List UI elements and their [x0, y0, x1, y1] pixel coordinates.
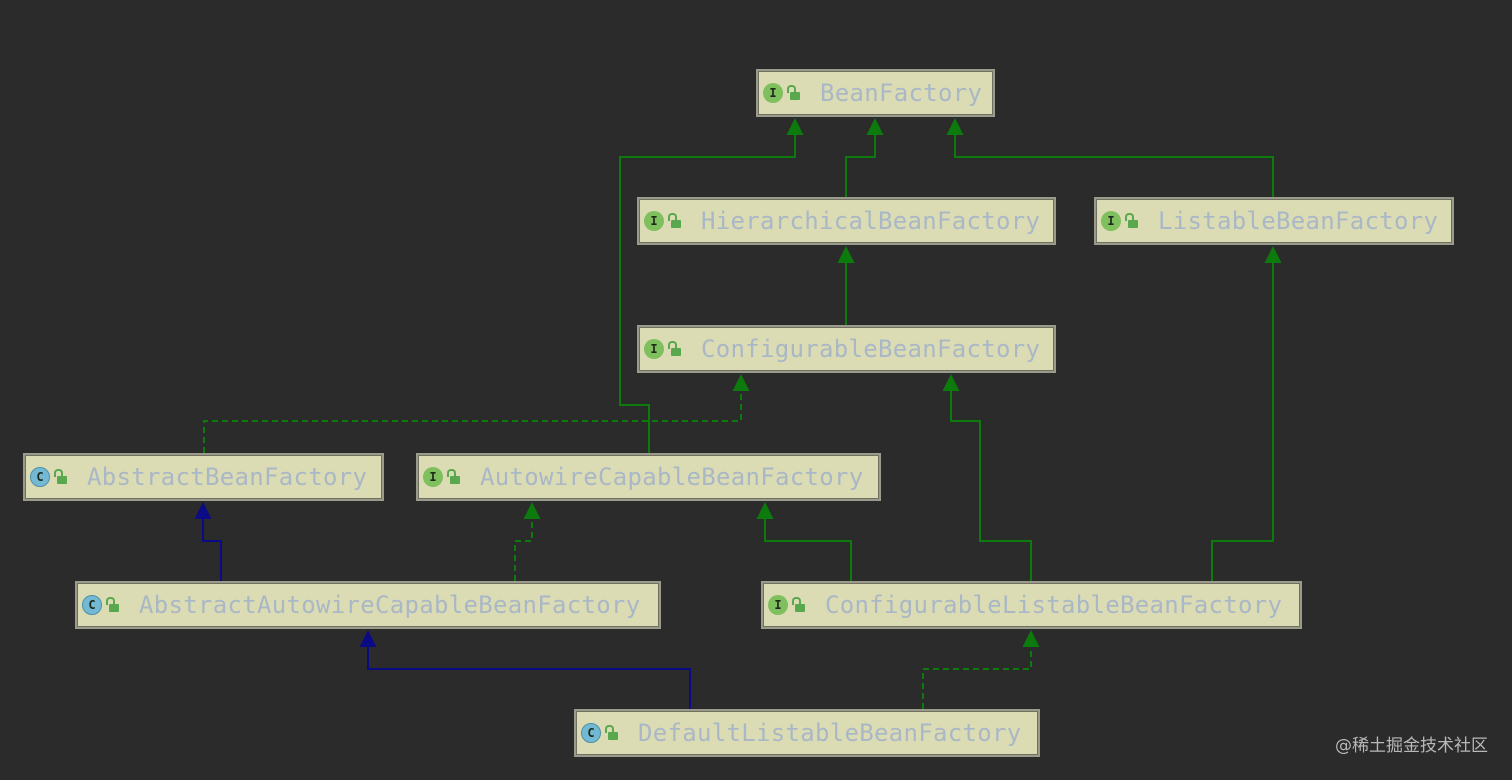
node-configurable-listable-bean-factory[interactable]: I ConfigurableListableBeanFactory [761, 581, 1302, 629]
lock-icon [668, 212, 681, 228]
interface-icon: I [768, 595, 788, 615]
interface-icon: I [1101, 211, 1121, 231]
node-configurable-bean-factory[interactable]: I ConfigurableBeanFactory [637, 325, 1056, 373]
edge-configurable-listable-bean-factory-to-configurable-bean-factory [942, 374, 1032, 581]
edge-arrowhead [523, 502, 541, 519]
lock-icon [605, 724, 618, 740]
edge-line [764, 519, 852, 581]
node-label: DefaultListableBeanFactory [638, 719, 1022, 747]
edge-listable-bean-factory-to-bean-factory [946, 118, 1274, 197]
lock-icon [792, 596, 805, 612]
node-label: ConfigurableBeanFactory [701, 335, 1041, 363]
edge-line [845, 135, 876, 197]
edge-abstract-bean-factory-to-configurable-bean-factory [203, 374, 750, 453]
node-label: ListableBeanFactory [1158, 207, 1439, 235]
lock-icon [106, 596, 119, 612]
edge-hierarchical-bean-factory-to-bean-factory [845, 118, 884, 197]
edge-line [950, 391, 1032, 581]
edge-arrowhead [866, 118, 884, 135]
interface-icon: I [763, 83, 783, 103]
edge-arrowhead [946, 118, 964, 135]
node-autowire-capable-bean-factory[interactable]: I AutowireCapableBeanFactory [416, 453, 881, 501]
lock-icon [447, 468, 460, 484]
edge-default-listable-bean-factory-to-configurable-listable-bean-factory [922, 630, 1040, 709]
edge-line [619, 135, 796, 453]
lock-icon [54, 468, 67, 484]
class-icon: C [581, 723, 601, 743]
edge-arrowhead [1264, 246, 1282, 263]
edge-line [1211, 263, 1274, 581]
lock-icon [668, 340, 681, 356]
edge-line [514, 519, 533, 581]
edge-line [203, 391, 742, 453]
edge-arrowhead [359, 630, 377, 647]
edge-abstract-autowire-capable-bean-factory-to-abstract-bean-factory [194, 502, 222, 581]
lock-icon [787, 84, 800, 100]
node-label: AutowireCapableBeanFactory [480, 463, 864, 491]
node-label: ConfigurableListableBeanFactory [825, 591, 1283, 619]
node-abstract-autowire-capable-bean-factory[interactable]: C AbstractAutowireCapableBeanFactory [75, 581, 661, 629]
node-label: HierarchicalBeanFactory [701, 207, 1041, 235]
edge-arrowhead [194, 502, 212, 519]
interface-icon: I [423, 467, 443, 487]
edge-arrowhead [942, 374, 960, 391]
lock-icon [1125, 212, 1138, 228]
node-hierarchical-bean-factory[interactable]: I HierarchicalBeanFactory [637, 197, 1056, 245]
edge-default-listable-bean-factory-to-abstract-autowire-capable-bean-factory [359, 630, 691, 709]
edge-configurable-bean-factory-to-hierarchical-bean-factory [837, 246, 855, 325]
edge-arrowhead [1022, 630, 1040, 647]
node-listable-bean-factory[interactable]: I ListableBeanFactory [1094, 197, 1454, 245]
edge-configurable-listable-bean-factory-to-autowire-capable-bean-factory [756, 502, 852, 581]
edge-arrowhead [756, 502, 774, 519]
node-label: AbstractBeanFactory [87, 463, 368, 491]
edge-configurable-listable-bean-factory-to-listable-bean-factory [1211, 246, 1282, 581]
node-label: BeanFactory [820, 79, 983, 107]
edge-abstract-autowire-capable-bean-factory-to-autowire-capable-bean-factory [514, 502, 541, 581]
node-label: AbstractAutowireCapableBeanFactory [139, 591, 641, 619]
edge-line [367, 647, 691, 709]
edge-line [954, 135, 1274, 197]
node-default-listable-bean-factory[interactable]: C DefaultListableBeanFactory [574, 709, 1040, 757]
class-icon: C [30, 467, 50, 487]
interface-icon: I [644, 339, 664, 359]
node-abstract-bean-factory[interactable]: C AbstractBeanFactory [23, 453, 384, 501]
class-icon: C [82, 595, 102, 615]
edge-arrowhead [786, 118, 804, 135]
edge-line [922, 647, 1032, 709]
node-bean-factory[interactable]: I BeanFactory [756, 69, 995, 117]
interface-icon: I [644, 211, 664, 231]
edge-arrowhead [837, 246, 855, 263]
watermark: @稀土掘金技术社区 [1335, 736, 1488, 756]
edge-line [202, 519, 222, 581]
edge-arrowhead [732, 374, 750, 391]
edge-autowire-capable-bean-factory-to-bean-factory [619, 118, 804, 453]
